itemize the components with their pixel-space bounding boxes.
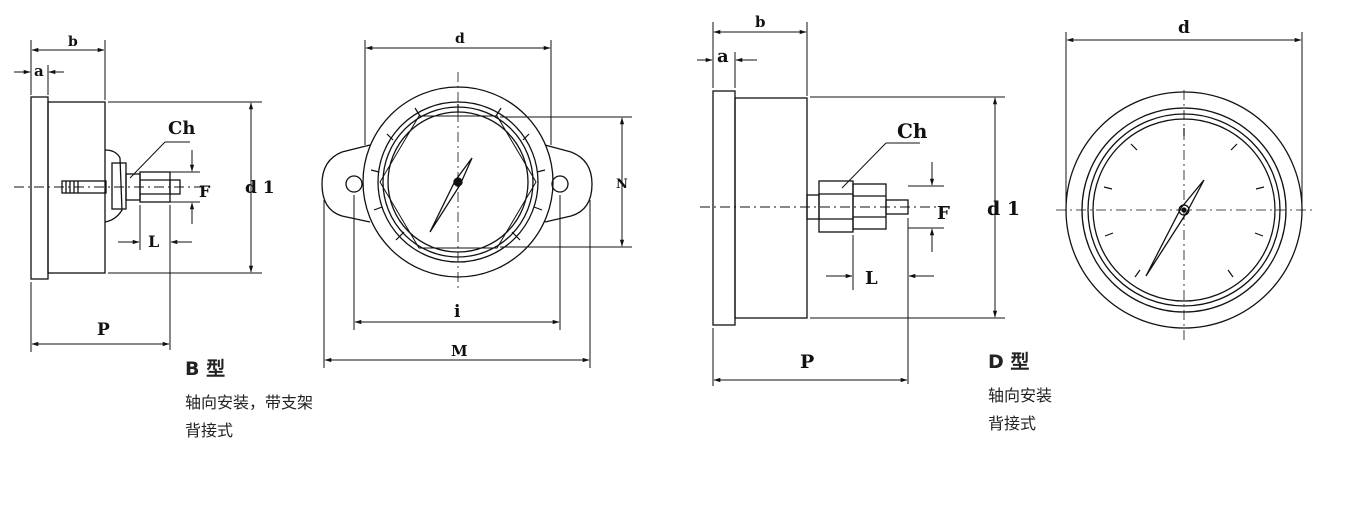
b-front-view [321, 72, 593, 292]
b-side-dimensions [14, 40, 262, 352]
label-f: F [199, 182, 211, 201]
b-caption-line2: 背接式 [185, 421, 234, 440]
d-side-labels: b a Ch F L d 1 P [717, 13, 1020, 373]
label-i: i [454, 302, 461, 322]
label-d: d [1178, 18, 1190, 38]
label-l: L [865, 268, 878, 289]
label-f: F [937, 203, 950, 224]
d-caption-title: D 型 [988, 351, 1030, 373]
label-a: a [717, 46, 729, 67]
b-caption-line1: 轴向安装，带支架 [185, 393, 314, 412]
d-caption-line2: 背接式 [988, 414, 1037, 433]
d-side-view [700, 90, 950, 326]
b-caption-title: B 型 [185, 358, 226, 380]
label-m: M [451, 342, 468, 360]
d-caption: D 型 轴向安装 背接式 [988, 347, 1052, 438]
label-l: L [148, 232, 159, 251]
d-side-dimensions [697, 22, 1005, 386]
label-b: b [68, 34, 78, 50]
b-front-labels: d N i M [451, 31, 628, 360]
label-a: a [34, 62, 44, 80]
d-front-dimensions [1065, 32, 1303, 205]
b-side-view [14, 96, 210, 280]
b-side-labels: b a Ch F L d 1 P [34, 34, 275, 340]
label-ch: Ch [897, 119, 928, 143]
label-d: d [455, 31, 465, 47]
label-p: P [800, 351, 814, 373]
d-front-labels: d [1178, 18, 1190, 38]
d-front-view [1056, 90, 1312, 342]
label-d1: d 1 [987, 198, 1020, 220]
label-n: N [616, 177, 628, 192]
label-p: P [97, 320, 110, 340]
d-caption-line1: 轴向安装 [988, 386, 1053, 405]
b-front-dimensions [323, 40, 632, 368]
label-d1: d 1 [245, 178, 275, 198]
b-caption: B 型 轴向安装，带支架 背接式 [185, 354, 313, 445]
label-b: b [755, 13, 766, 31]
label-ch: Ch [168, 118, 195, 139]
